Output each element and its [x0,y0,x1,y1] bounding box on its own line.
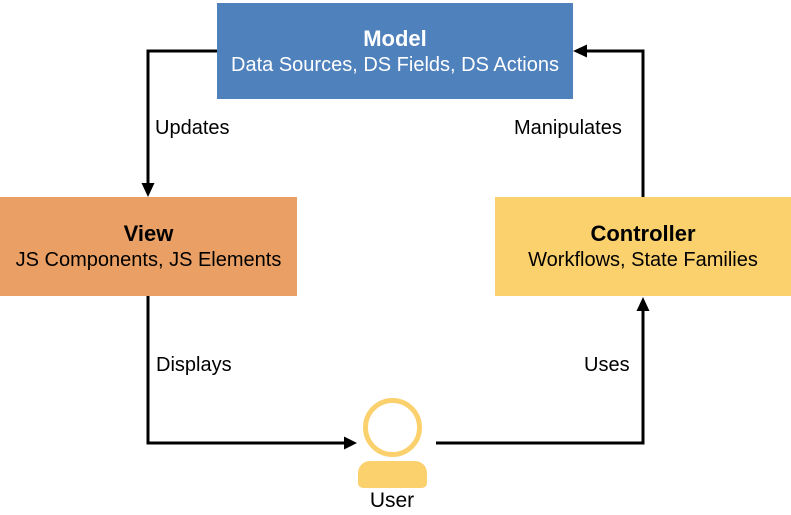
model-title: Model [363,25,427,51]
edge-view-to-user [146,296,346,445]
model-subtitle: Data Sources, DS Fields, DS Actions [231,53,559,76]
view-subtitle: JS Components, JS Elements [15,249,282,271]
edge-label-uses: Uses [584,354,630,376]
edge-model-to-view [146,49,217,189]
model-node: Model Data Sources, DS Fields, DS Action… [217,3,573,99]
arrowhead-left-icon [573,44,587,58]
controller-subtitle: Workflows, State Families [528,249,758,271]
edge-label-displays: Displays [156,354,232,376]
view-title: View [123,221,174,246]
view-node: View JS Components, JS Elements [0,197,297,296]
controller-node: Controller Workflows, State Families [495,197,791,296]
arrowhead-up-icon [636,297,650,311]
edge-user-to-controller [436,309,645,445]
arrowhead-right-icon [344,436,357,450]
arrowhead-down-icon [141,183,155,197]
edge-label-updates: Updates [155,117,230,139]
controller-title: Controller [590,221,696,246]
edge-controller-to-model [584,49,645,197]
edge-label-manipulates: Manipulates [514,117,622,139]
user-icon [363,398,422,457]
user-label: User [369,489,415,512]
user-icon-body [358,461,427,488]
